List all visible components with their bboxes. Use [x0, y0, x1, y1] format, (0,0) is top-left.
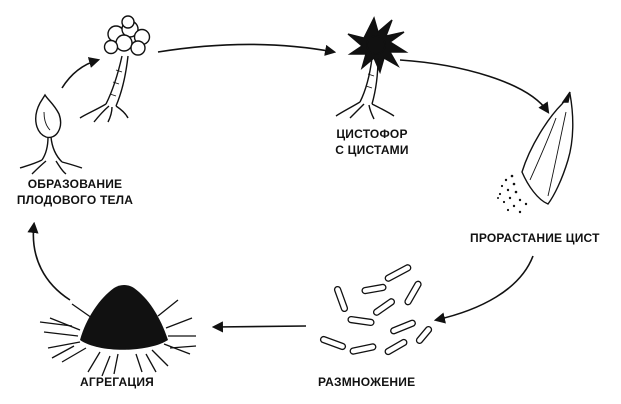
- label-line: ЦИСТОФОР: [336, 127, 408, 141]
- label-line: С ЦИСТАМИ: [335, 143, 409, 157]
- cystophore-drawing: [335, 16, 409, 120]
- label-reproduction: РАЗМНОЖЕНИЕ: [318, 374, 415, 390]
- arrow-aggregation-to-fruiting: [27, 221, 71, 301]
- spore-dots: [497, 174, 528, 214]
- label-line: РАЗМНОЖЕНИЕ: [318, 375, 416, 389]
- arrow-germination-to-reproduction: [433, 255, 534, 324]
- aggregation-mound-drawing: [39, 285, 197, 377]
- label-cystophore-with-cysts: ЦИСТОФОР С ЦИСТАМИ: [312, 126, 432, 158]
- cycle-arrows: [27, 43, 550, 333]
- arrow-cystophore-to-germination: [399, 59, 550, 114]
- label-line: ОБРАЗОВАНИЕ: [27, 177, 123, 191]
- label-line: ПРОРАСТАНИЕ ЦИСТ: [470, 231, 600, 245]
- arrow-fruiting-to-mature: [61, 57, 101, 89]
- label-cyst-germination: ПРОРАСТАНИЕ ЦИСТ: [470, 230, 600, 246]
- arrow-reproduction-to-aggregation: [211, 321, 307, 333]
- label-line: ПЛОДОВОГО ТЕЛА: [16, 193, 134, 207]
- label-aggregation: АГРЕГАЦИЯ: [80, 374, 154, 390]
- label-line: АГРЕГАЦИЯ: [80, 375, 155, 389]
- arrow-to-cystophore: [157, 43, 337, 56]
- germinating-cyst-drawing: [497, 91, 574, 214]
- mature-fruiting-body-drawing: [79, 15, 151, 123]
- label-fruiting-body-formation: ОБРАЗОВАНИЕ ПЛОДОВОГО ТЕЛА: [0, 176, 150, 208]
- young-fruiting-body-drawing: [19, 93, 83, 175]
- rod-cells-drawing: [319, 264, 433, 356]
